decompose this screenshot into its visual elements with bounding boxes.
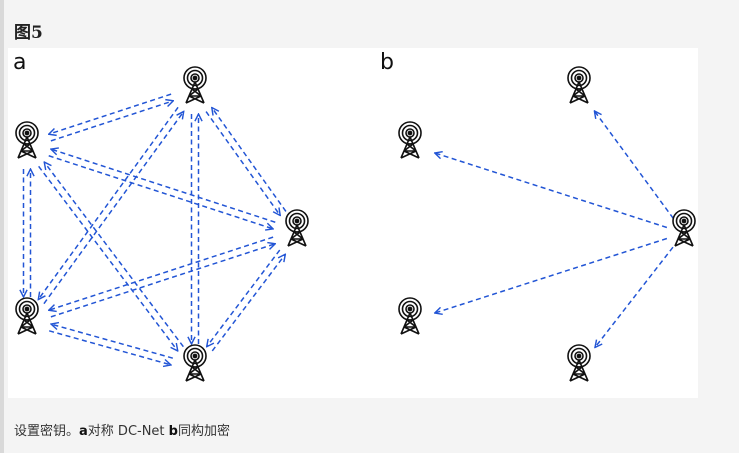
edge-a-2-to-0 — [212, 108, 287, 212]
edge-a-4-to-1 — [44, 162, 184, 348]
edge-a-0-to-1 — [49, 93, 172, 134]
edge-b-hub-to-1 — [435, 153, 668, 229]
edge-a-1-to-0 — [50, 101, 173, 142]
radio-tower-icon-b4 — [567, 344, 591, 382]
figure-caption: 设置密钥。a对称 DC-Net b同构加密 — [14, 420, 230, 439]
radio-tower-icon-b2 — [672, 209, 696, 247]
radio-tower-icon-b0 — [567, 66, 591, 104]
radio-tower-icon-a3 — [15, 297, 39, 335]
edge-a-1-to-2 — [48, 155, 273, 229]
edge-a-3-to-2 — [50, 244, 275, 318]
radio-tower-icon-b3 — [398, 297, 422, 335]
radio-tower-icon-a4 — [183, 344, 207, 382]
edge-a-1-to-4 — [38, 165, 178, 351]
network-diagram — [15, 66, 696, 382]
edge-a-2-to-4 — [207, 249, 281, 347]
radio-tower-icon-a2 — [285, 209, 309, 247]
radio-tower-icon-b1 — [398, 121, 422, 159]
edge-b-hub-to-0 — [594, 111, 674, 219]
caption-a-label: a — [79, 424, 88, 439]
figure-title: 图5 — [14, 23, 43, 43]
caption-a-text: 对称 DC-Net — [87, 424, 169, 439]
edge-a-4-to-2 — [211, 254, 285, 352]
edge-a-0-to-3 — [38, 106, 179, 299]
edge-a-3-to-0 — [43, 111, 184, 305]
radio-tower-icon-a0 — [183, 66, 207, 104]
edge-a-0-to-2 — [205, 111, 280, 216]
panel-b-edges — [435, 111, 674, 348]
edge-b-hub-to-4 — [595, 246, 674, 347]
panel-b-label: b — [380, 50, 394, 75]
radio-tower-icon-a1 — [15, 121, 39, 159]
caption-b-label: b — [168, 424, 178, 439]
figure-image: a b — [8, 48, 698, 398]
edge-b-hub-to-3 — [435, 237, 668, 314]
panel-a-edges — [24, 93, 287, 365]
edge-a-4-to-3 — [51, 324, 174, 359]
edge-a-2-to-1 — [51, 149, 276, 223]
left-border — [0, 0, 4, 453]
edge-a-3-to-4 — [48, 330, 171, 365]
panel-a-label: a — [13, 50, 27, 75]
caption-b-text: 同构加密 — [177, 424, 230, 439]
caption-prefix: 设置密钥。 — [14, 424, 80, 439]
edge-a-2-to-3 — [49, 236, 274, 310]
tower-nodes — [15, 66, 696, 382]
